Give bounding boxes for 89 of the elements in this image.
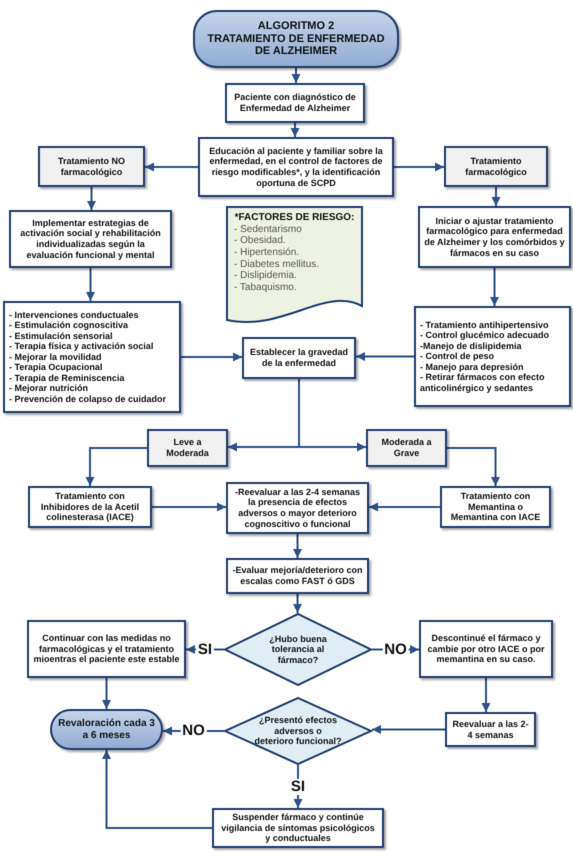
title-text: ALGORITMO 2	[258, 20, 334, 33]
list-item: - Hipertensión.	[234, 247, 300, 259]
step-text: Leve a Moderada	[165, 437, 210, 459]
process-box	[440, 486, 551, 528]
step-text: Revaloración cada 3 a 6 meses	[57, 718, 156, 742]
arrow	[145, 162, 198, 172]
arrow	[293, 534, 302, 558]
arrow	[293, 594, 302, 613]
step-text: Continuar con las medidas no farmacológicas y el tratamiento mioentras el paciente este estable	[33, 633, 180, 665]
arrow	[86, 447, 147, 486]
list-item: - Terapia de Reminiscencia	[9, 372, 124, 384]
list-item: - Terapia Ocupacional	[9, 362, 102, 373]
step-text: -Evaluar mejoría/deterioro con escalas como FAST ó GDS	[232, 565, 363, 587]
list-item: - Terapia física y activación social	[9, 341, 154, 352]
list-item: - Mejorar nutrición	[9, 383, 88, 394]
process-box	[212, 808, 384, 848]
list-item: - Obesidad.	[234, 235, 286, 248]
list-item: - Sedentarismo	[234, 224, 302, 236]
step-text: Tratamiento con Inhibidores de la Acetil colinesterasa (IACE)	[40, 491, 140, 523]
step-text: Moderada a Grave	[380, 437, 432, 459]
arrow	[482, 678, 490, 712]
category-box	[38, 146, 145, 187]
list-item: - Mejorar la movilidad	[9, 352, 102, 362]
arrow	[490, 268, 499, 306]
arrow	[372, 725, 445, 734]
arrow	[86, 268, 95, 301]
category-box	[366, 429, 447, 467]
list-item: - Control de peso	[420, 351, 494, 362]
list-item: - Tratamiento antihipertensivo	[420, 320, 549, 330]
process-box	[242, 337, 356, 379]
step-text: Tratamiento farmacológico	[464, 156, 528, 178]
list-item: - Intervenciones conductuales	[9, 310, 139, 320]
process-box	[27, 620, 186, 678]
process-box	[419, 620, 553, 678]
list-item: - Estimulación sensorial	[9, 330, 113, 342]
process-box	[3, 301, 181, 413]
process-box	[226, 482, 369, 534]
process-box	[28, 486, 152, 528]
process-box	[226, 558, 369, 594]
process-box	[445, 712, 536, 747]
process-box	[198, 137, 394, 197]
process-box	[225, 83, 365, 123]
step-text: Suspender fármaco y continúe vigilancia de síntomas psicológicos y conductuales	[220, 812, 376, 844]
list-item: - Diabetes mellitus.	[234, 258, 320, 270]
step-text: Tratamiento con Memantina o Memantina con IACE	[450, 491, 542, 523]
edge-label: SI	[288, 778, 308, 794]
step-text: ¿Hubo buena tolerancia al fármaco?	[268, 634, 328, 666]
category-box	[147, 429, 228, 467]
step-text: ¿Presentó efectos adversos o deterioro funcional?	[254, 715, 342, 747]
edge-label: NO	[382, 642, 409, 658]
step-text: Descontinué el fármaco y cambie por otro IACE o por memantina en su caso.	[426, 633, 546, 665]
terminal-pill	[50, 709, 163, 750]
arrow	[447, 447, 500, 486]
list-item: - Control glucémico adecuado	[420, 330, 550, 341]
arrow	[102, 750, 212, 829]
step-text: Educación al paciente y familiar sobre la enfermedad, en el control de factores de riesgo modificables*, y la identificación oportuna de SCPD	[208, 146, 384, 188]
list-item: - Manejo para depresión	[420, 362, 524, 372]
arrow	[102, 678, 111, 709]
step-text: Tratamiento NO farmacológico	[56, 156, 126, 178]
arrow	[152, 502, 226, 512]
arrow	[181, 352, 242, 362]
arrow	[369, 502, 440, 512]
edge-label: SI	[196, 642, 214, 658]
step-text: -Reevaluar a las 2-4 semanas la presencia de efectos adversos o mayor deterioro cognoscitivo o funcional	[234, 486, 362, 530]
list-item: - Prevención de colapso de cuidador	[9, 394, 166, 404]
step-text: Establecer la gravedad de la enfermedad	[248, 347, 350, 369]
arrow	[87, 187, 96, 210]
arrow	[356, 352, 414, 361]
terminal-pill	[193, 10, 399, 68]
step-text: Implementar estrategias de activación social y rehabilitación individualizadas según la evaluación funcional y mental	[19, 218, 162, 260]
note-heading: *FACTORES DE RIESGO:	[234, 212, 354, 224]
arrow	[298, 379, 366, 452]
process-box	[9, 210, 172, 268]
step-text: Paciente con diagnóstico de Enfermedad de Alzheimer	[233, 92, 357, 114]
process-box	[414, 306, 571, 407]
list-item: - Tabaquismo.	[234, 282, 297, 294]
step-text: Iniciar o ajustar tratamiento farmacológico para enfermedad de Alzheimer y los comórbidos y fármacos en su caso	[424, 216, 565, 258]
list-item: - Dislipidemia.	[234, 270, 297, 282]
arrow	[290, 123, 300, 137]
list-item: -Manejo de dislipidemia	[420, 340, 522, 352]
step-text: Reevaluar a las 2-4 semanas	[451, 718, 530, 740]
arrow	[292, 68, 300, 83]
title-text: TRATAMIENTO DE ENFERMEDAD DE ALZHEIMER	[206, 32, 386, 58]
process-box	[418, 206, 571, 268]
list-item: - Retirar fármacos con efecto anticolinérgico y sedantes	[420, 372, 546, 394]
list-item: - Estimulación cognoscitiva	[9, 320, 128, 331]
arrow	[492, 187, 500, 206]
arrow	[394, 162, 444, 172]
category-box	[444, 146, 548, 187]
